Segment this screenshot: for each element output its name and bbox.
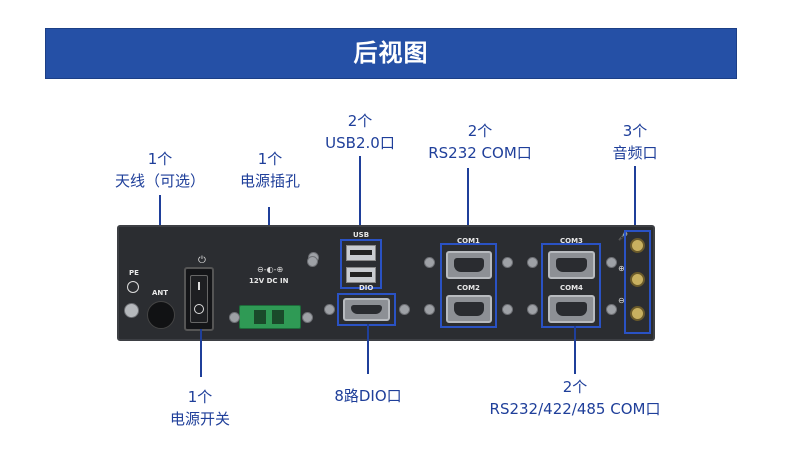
pe-label: PE [129,269,139,277]
pe-screw [124,303,139,318]
dc-screw-right [302,312,313,323]
usb-label: USB [353,231,370,239]
usb-ports[interactable] [340,239,382,289]
com2-port[interactable] [446,295,492,323]
dio-screw-left [324,304,335,315]
leader-line-dio [367,324,369,374]
audio-ports[interactable] [624,230,651,334]
com1-label: COM1 [457,237,480,245]
page-title: 后视图 [353,39,429,67]
audio-jack-mic[interactable] [630,238,645,253]
switch-rocker [190,275,208,323]
dc-screw-left [229,312,240,323]
com4-screw-right [606,304,617,315]
callout-rs232-422-485: 2个 RS232/422/485 COM口 [489,378,661,418]
callout-usb: 2个 USB2.0口 [325,112,395,152]
leader-line-power-switch [200,329,202,377]
com3-screw-right [606,257,617,268]
leader-line-rs232 [467,168,469,238]
leader-line-usb [359,156,361,234]
dio-label: DIO [359,284,374,292]
line-in-icon: ⊕ [618,264,625,273]
com3-port[interactable] [548,251,595,279]
com2-label: COM2 [457,284,480,292]
com2-screw-right [502,304,513,315]
callout-dio: 8路DIO口 [334,387,402,405]
callout-dc-jack: 1个 电源插孔 [239,150,300,190]
header-banner: 后视图 [45,28,737,79]
audio-jack-line-in[interactable] [630,272,645,287]
leader-line-rs232-422-485 [574,326,576,374]
com4-label: COM4 [560,284,583,292]
device-rear-panel: PE ANT ⏻ ⊖-◐-⊕ 12V DC IN USB DIO COM1 CO… [117,225,655,341]
callout-rs232: 2个 RS232 COM口 [428,122,532,162]
antenna-port [147,301,175,329]
com4-port[interactable] [548,295,595,323]
dc-label: 12V DC IN [249,277,289,285]
audio-jack-line-out[interactable] [630,306,645,321]
com3-com4-ports[interactable] [541,243,601,328]
dc-input-terminal[interactable] [239,305,301,329]
dc-polarity-icon: ⊖-◐-⊕ [257,265,284,274]
callout-power-switch: 1个 电源开关 [169,388,230,428]
mic-icon: 🎤 [618,232,628,241]
com4-screw-left [527,304,538,315]
usb-screw [307,256,318,267]
com3-label: COM3 [560,237,583,245]
com2-screw-left [424,304,435,315]
power-icon: ⏻ [198,255,206,266]
callout-antenna: 1个 天线（可选） [114,150,205,190]
ground-icon [127,281,139,293]
dio-screw-right [399,304,410,315]
com1-screw-left [424,257,435,268]
com3-screw-left [527,257,538,268]
com1-port[interactable] [446,251,492,279]
ant-label: ANT [152,289,169,297]
leader-line-audio [634,166,636,228]
com1-com2-ports[interactable] [440,243,497,328]
callout-audio: 3个 音频口 [612,122,658,162]
dio-port[interactable] [337,293,396,326]
line-out-icon: ⊖ [618,296,625,305]
power-switch[interactable] [184,267,214,331]
com1-screw-right [502,257,513,268]
